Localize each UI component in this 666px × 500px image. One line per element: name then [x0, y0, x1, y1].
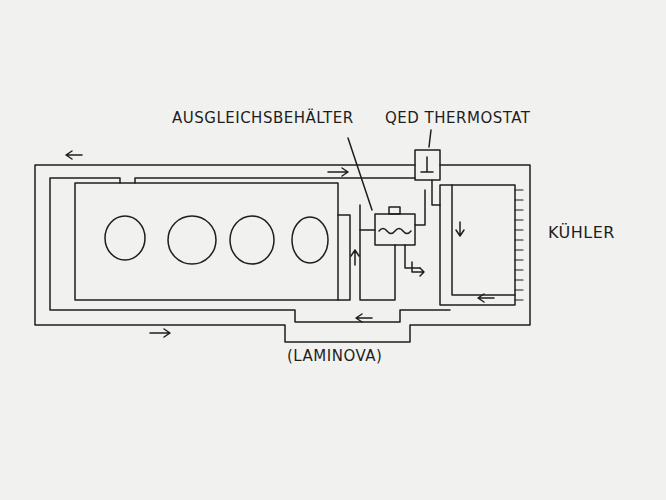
pipe	[432, 180, 440, 205]
part-label: AUSGLEICHSBEHÄLTER	[172, 110, 354, 127]
part-label: (LAMINOVA)	[287, 348, 382, 365]
flow-arrow	[66, 151, 82, 159]
pipe	[35, 165, 530, 342]
flow-arrow	[351, 250, 359, 265]
cylinder	[292, 217, 328, 263]
flow-arrow	[328, 168, 348, 176]
expansion-tank	[375, 214, 415, 245]
pipe	[360, 229, 375, 231]
leader-line	[429, 130, 431, 147]
leader-line	[348, 138, 372, 210]
coolant-level	[379, 229, 411, 234]
pipe	[338, 215, 350, 300]
flow-arrow	[456, 222, 464, 236]
cylinder	[168, 216, 216, 264]
radiator-fins	[515, 190, 523, 300]
cylinder	[105, 216, 145, 260]
flow-arrow	[412, 262, 424, 276]
tank-cap	[389, 207, 400, 214]
thermostat-symbol	[421, 157, 433, 172]
engine-block	[75, 183, 338, 300]
flow-arrow	[150, 329, 170, 337]
pipe	[415, 190, 425, 225]
thermostat	[415, 150, 440, 180]
pipe	[135, 178, 415, 183]
cylinder	[230, 216, 274, 264]
pipe	[50, 178, 450, 322]
pipe	[452, 185, 515, 295]
radiator	[440, 185, 515, 305]
flow-arrow	[356, 314, 372, 322]
part-label: KÜHLER	[548, 224, 615, 242]
part-label: QED THERMOSTAT	[385, 110, 530, 127]
flow-arrow	[478, 294, 494, 302]
pipe	[360, 205, 395, 300]
